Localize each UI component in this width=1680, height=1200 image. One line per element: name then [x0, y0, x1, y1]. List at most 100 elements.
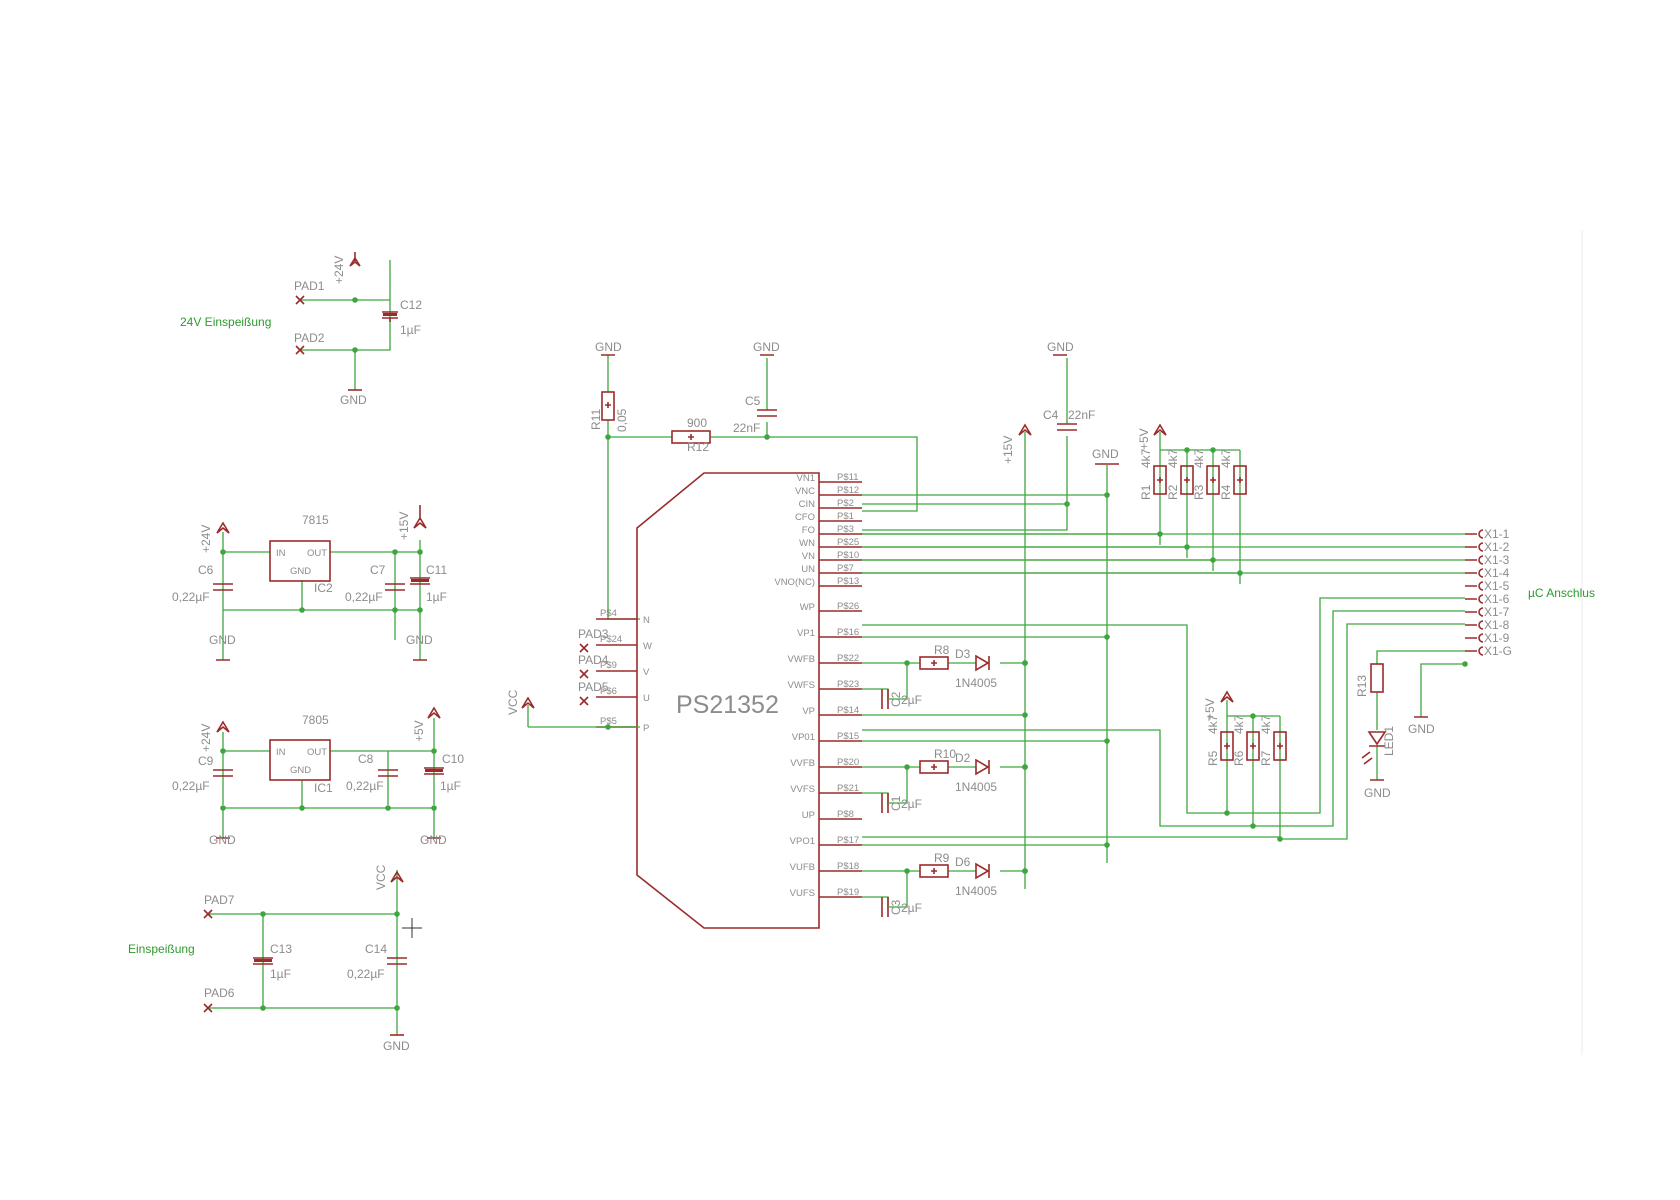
- connector-pin-5: [1465, 581, 1484, 591]
- c10-label: C10: [442, 752, 464, 766]
- pin-name-vp1: VP1: [797, 628, 815, 639]
- p24-label-1: +24V: [332, 256, 346, 284]
- vcc-arrow-1: [390, 870, 404, 883]
- c2-body: [881, 689, 889, 709]
- junction-dot: [1184, 544, 1190, 550]
- gnd-label-10: GND: [1092, 447, 1119, 461]
- c5-label: C5: [745, 394, 761, 408]
- pin-number-vufb: P$18: [837, 861, 859, 872]
- crosshair-cursor: [402, 918, 422, 938]
- r6-body: [1246, 731, 1260, 761]
- c8-label: C8: [358, 752, 374, 766]
- junction-dot: [1210, 557, 1216, 563]
- pin-name-vufs: VUFS: [790, 888, 815, 899]
- junction-dot: [1022, 712, 1028, 718]
- junction-dot: [1250, 713, 1256, 719]
- p24-label-2: +24V: [199, 525, 213, 553]
- pin-name-vvfs: VVFS: [790, 784, 815, 795]
- wire: [862, 636, 1107, 846]
- r13-label: R13: [1355, 675, 1369, 697]
- left-pin-number-n: P$4: [600, 608, 617, 619]
- r9-label: R9: [934, 851, 950, 865]
- pin-number-wp: P$26: [837, 601, 859, 612]
- pin-number-vnc: P$12: [837, 485, 859, 496]
- pin-number-cfo: P$1: [837, 511, 854, 522]
- connector-pin-4: [1465, 568, 1484, 578]
- connector-pin-10: [1465, 646, 1484, 656]
- connector-label-3: X1-3: [1484, 553, 1510, 567]
- pin-number-vno(nc): P$13: [837, 576, 859, 587]
- c8-value: 0,22µF: [346, 779, 384, 793]
- p15-label-1: +15V: [397, 512, 411, 540]
- junction-dot: [1224, 810, 1230, 816]
- gnd-label-3: GND: [406, 633, 433, 647]
- gnd-label-2: GND: [209, 633, 236, 647]
- p5-label-1: +5V: [412, 720, 426, 742]
- r12-value: 900: [687, 416, 707, 430]
- c13-label: C13: [270, 942, 292, 956]
- left-pin-name-w: W: [643, 641, 652, 652]
- gnd-label-5: GND: [420, 833, 447, 847]
- r5-label: R5: [1206, 750, 1220, 766]
- r13-body: [1370, 663, 1384, 693]
- ic1-value: 7805: [302, 713, 329, 727]
- r6-value: 4k7: [1232, 714, 1246, 734]
- regulator-7805-block: IN OUT GND 7805 IC1 C9 0,22µF C8 0,22µF …: [172, 706, 464, 847]
- r3-label: R3: [1192, 484, 1206, 500]
- c1-label: C1: [889, 795, 903, 811]
- connector-pin-2: [1465, 542, 1484, 552]
- c12-label: C12: [400, 298, 422, 312]
- left-pin-name-p: P: [643, 723, 649, 734]
- led1-body: [1367, 731, 1387, 747]
- pin-number-vp01: P$15: [837, 731, 859, 742]
- r7-label: R7: [1259, 750, 1273, 766]
- r10-body: [919, 760, 949, 774]
- p15-label-2: +15V: [1001, 436, 1015, 464]
- pin-name-vufb: VUFB: [790, 862, 815, 873]
- pad7-label: PAD7: [204, 893, 235, 907]
- pin-name-vwfs: VWFS: [788, 680, 815, 691]
- r4-value: 4k7: [1219, 448, 1233, 468]
- connector-label-5: X1-5: [1484, 579, 1510, 593]
- pad4-label: PAD4: [578, 653, 609, 667]
- wire: [888, 767, 908, 804]
- pin-number-up: P$8: [837, 809, 854, 820]
- c11-label: C11: [426, 563, 447, 577]
- junction-dot: [1277, 836, 1283, 842]
- d6-value: 1N4005: [955, 884, 997, 898]
- ic2-label: IC2: [314, 581, 333, 595]
- led1-label: LED1: [1382, 726, 1396, 756]
- junction-dot: [1022, 660, 1028, 666]
- pad2-label: PAD2: [294, 331, 325, 345]
- pad6-marker: [203, 1003, 213, 1013]
- connector-label-2: X1-2: [1484, 540, 1510, 554]
- ic2-in-pin: IN: [276, 548, 286, 559]
- r7-value: 4k7: [1259, 714, 1273, 734]
- wire: [862, 662, 907, 872]
- pad3-label: PAD3: [578, 627, 609, 641]
- shunt-network: GND GND GND R11 0,05 900 R12 C5 22nF: [589, 340, 1074, 620]
- pad2-marker: [295, 345, 305, 355]
- p15-arrow-2: [1018, 423, 1032, 436]
- pin-name-vp01: VP01: [792, 732, 815, 743]
- r2-label: R2: [1166, 484, 1180, 500]
- gnd-label-6: GND: [383, 1039, 410, 1053]
- pin-name-fo: FO: [802, 525, 815, 536]
- d3-label: D3: [955, 647, 971, 661]
- r5-value: 4k7: [1206, 714, 1220, 734]
- vcc-label-2: VCC: [506, 689, 520, 715]
- junction-dot: [1184, 447, 1190, 453]
- d2-label: D2: [955, 751, 971, 765]
- r2-value: 4k7: [1166, 448, 1180, 468]
- pin-name-wn: WN: [799, 538, 815, 549]
- r8-label: R8: [934, 643, 950, 657]
- supply24-note: 24V Einspeißung: [180, 315, 271, 329]
- c2-label: C2: [889, 691, 903, 707]
- pin-name-vno(nc): VNO(NC): [774, 577, 815, 588]
- c7-value: 0,22µF: [345, 590, 383, 604]
- c11-value: 1µF: [426, 590, 447, 604]
- d2-body: [975, 758, 990, 776]
- junction-dot: [1022, 764, 1028, 770]
- junction-dot: [1157, 531, 1163, 537]
